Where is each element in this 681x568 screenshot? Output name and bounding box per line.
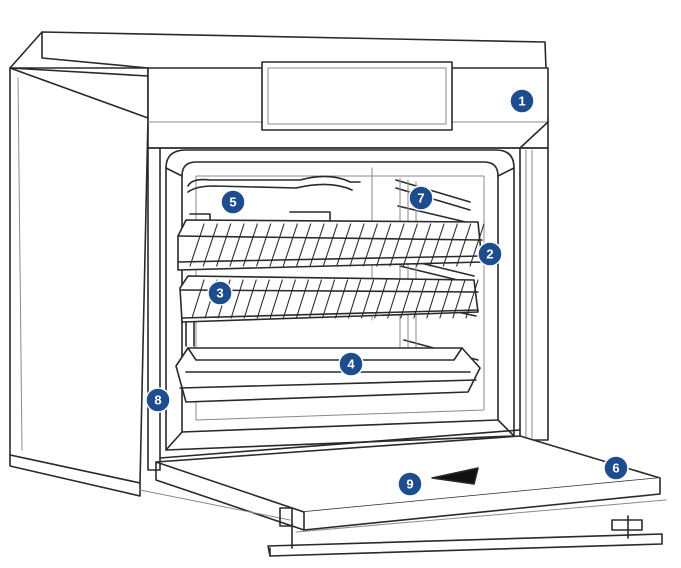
callout-label: 8 — [154, 393, 161, 408]
shelf-rod — [362, 223, 378, 267]
callout-1: 1 — [509, 88, 535, 114]
callout-5: 5 — [220, 189, 246, 215]
shelf-rod — [202, 223, 218, 267]
upper-wire-shelf — [177, 219, 485, 271]
display-screen — [267, 67, 447, 125]
shelf-rod — [348, 279, 362, 319]
top-heating-element — [187, 175, 361, 229]
shelf-rod — [295, 279, 309, 319]
shelf-rod — [413, 279, 427, 319]
shelf-rod — [256, 223, 272, 267]
callout-label: 4 — [347, 357, 355, 372]
shelf-rod — [242, 223, 258, 267]
callout-3: 3 — [207, 280, 233, 306]
door-arrow-icon — [431, 467, 479, 485]
display-window — [261, 61, 453, 131]
shelf-rod — [229, 223, 245, 267]
baking-tray — [175, 347, 481, 403]
shelf-rod — [416, 223, 432, 267]
shelf-rod — [426, 279, 440, 319]
shelf-rod — [452, 279, 466, 319]
shelf-rod — [282, 279, 296, 319]
shelf-rod — [256, 279, 270, 319]
shelf-rod — [439, 279, 453, 319]
lower-wire-shelf — [179, 275, 479, 347]
shelf-rod — [469, 223, 485, 267]
callout-label: 3 — [216, 286, 223, 301]
shelf-rod — [296, 223, 312, 267]
callout-2: 2 — [477, 241, 503, 267]
shelf-rod — [322, 223, 338, 267]
shelf-rod — [191, 279, 205, 319]
callout-label: 9 — [406, 477, 413, 492]
callout-6: 6 — [603, 455, 629, 481]
shelf-rod — [389, 223, 405, 267]
shelf-rod — [387, 279, 401, 319]
shelf-rod — [269, 223, 285, 267]
shelf-rod — [243, 279, 257, 319]
front-frame — [147, 121, 549, 471]
shelf-rod — [334, 279, 349, 319]
shelf-rod — [282, 223, 298, 267]
shelf-rod — [376, 223, 392, 267]
callout-7: 7 — [408, 185, 434, 211]
shelf-rod — [189, 223, 205, 267]
shelf-rod — [456, 223, 472, 267]
shelf-rod — [308, 279, 322, 319]
callout-label: 2 — [486, 247, 493, 262]
callout-9: 9 — [397, 471, 423, 497]
callout-label: 6 — [612, 461, 619, 476]
shelf-rod — [465, 279, 479, 319]
callout-label: 1 — [518, 94, 525, 109]
callout-label: 7 — [417, 191, 424, 206]
shelf-rod — [309, 223, 325, 267]
shelf-rod — [230, 279, 244, 319]
control-panel — [147, 61, 549, 149]
shelf-rod — [269, 279, 283, 319]
shelf-rod — [349, 223, 365, 267]
shelf-rod — [402, 223, 418, 267]
shelf-rod — [374, 279, 388, 319]
shelf-rod — [442, 223, 458, 267]
shelf-rod — [400, 279, 414, 319]
shelf-rod — [336, 223, 352, 267]
shelf-rod — [361, 279, 375, 319]
callout-8: 8 — [145, 387, 171, 413]
shelf-rod — [429, 223, 445, 267]
callout-label: 5 — [229, 195, 236, 210]
callout-4: 4 — [338, 351, 364, 377]
shelf-rod — [216, 223, 232, 267]
shelf-rod — [321, 279, 336, 319]
